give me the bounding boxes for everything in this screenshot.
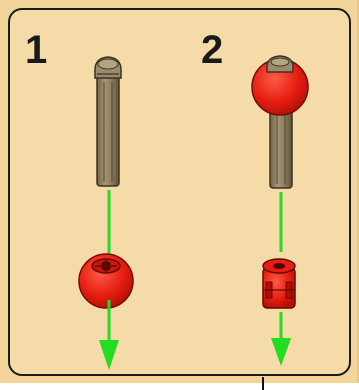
step-1-exit-arrow-icon [99,300,119,370]
divider-tick [262,377,264,390]
step-2-ball-joint-icon [251,55,309,116]
step-2-exit-arrow-icon [271,312,291,366]
step-2-axle-icon [269,107,293,189]
step-1-axle-icon [94,56,122,187]
step-2-bush-icon [262,258,296,309]
step-1-number: 1 [25,28,48,72]
step-1-ball-joint-icon [78,253,134,309]
step-2-number: 2 [201,28,224,72]
